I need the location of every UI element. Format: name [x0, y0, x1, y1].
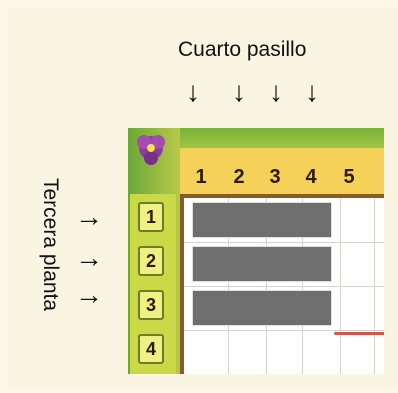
column-label: Cuarto pasillo: [178, 38, 307, 61]
shaded-row-2: [192, 246, 332, 282]
column-number: 3: [269, 166, 281, 188]
row-number: 4: [138, 334, 164, 364]
game-board: 1 2 3 4 5 1 2 3 4: [128, 128, 384, 374]
shelf-grid: [180, 198, 384, 374]
right-arrow-icon: →: [75, 201, 103, 232]
column-number: 5: [343, 166, 355, 188]
shaded-row-3: [192, 290, 332, 326]
row-number: 3: [138, 290, 164, 320]
row-label: Tercera planta: [39, 178, 62, 312]
column-number: 1: [195, 166, 207, 188]
down-arrow-icon: ↓: [269, 76, 283, 107]
down-arrow-icon: ↓: [305, 76, 319, 107]
flower-icon: [137, 135, 165, 165]
red-path-line: [334, 332, 384, 335]
shaded-row-1: [192, 202, 332, 238]
right-arrow-icon: →: [75, 242, 103, 273]
row-number: 2: [138, 246, 164, 276]
right-arrow-icon: →: [75, 279, 103, 310]
down-arrow-icon: ↓: [186, 76, 200, 107]
row-number-strip: 1 2 3 4: [130, 194, 176, 374]
row-number: 1: [138, 202, 164, 232]
column-number-strip: 1 2 3 4 5: [180, 148, 384, 198]
column-number: 2: [233, 166, 245, 188]
column-number: 4: [305, 166, 317, 188]
down-arrow-icon: ↓: [232, 76, 246, 107]
